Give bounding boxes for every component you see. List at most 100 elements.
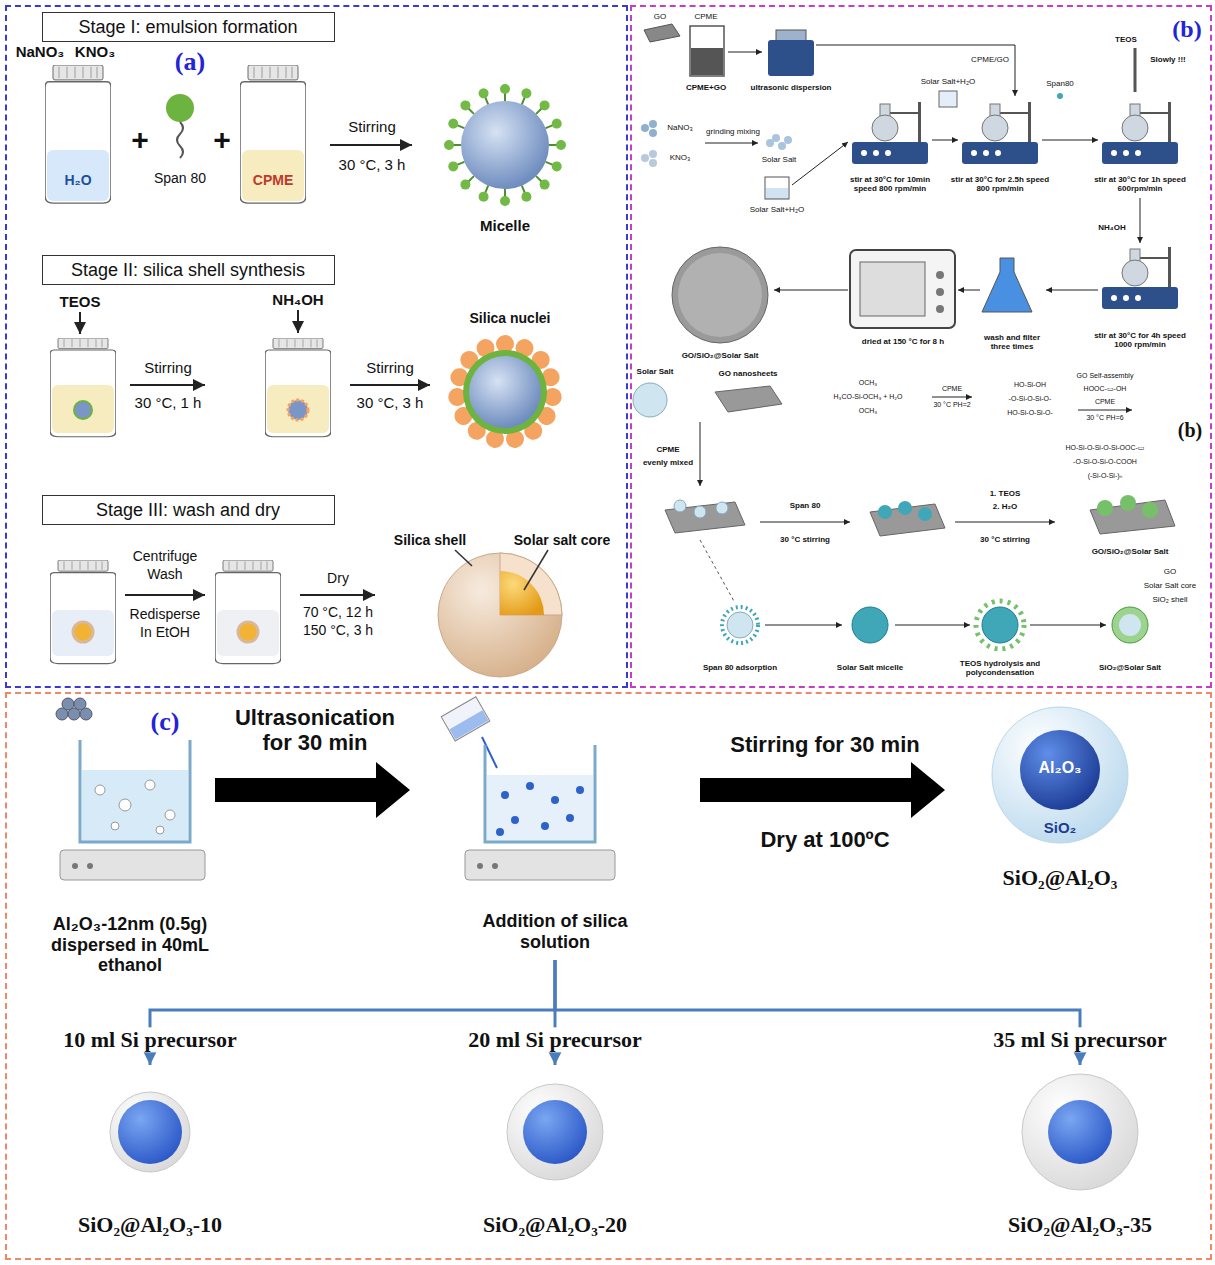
illustration-part: [932, 397, 972, 398]
annotation-label: 30 °C stirring: [980, 535, 1030, 544]
illustration-part: [649, 120, 657, 128]
illustration-part: [469, 356, 541, 428]
annotation-label: TEOS: [60, 293, 101, 310]
illustration-part: [774, 290, 848, 291]
illustration-part: [955, 522, 1055, 523]
illustration-part: [330, 144, 412, 146]
annotation-label: CPME/GO: [971, 55, 1009, 64]
stage-header: Stage II: silica shell synthesis: [42, 255, 335, 285]
annotation-label: Span 80 adsorption: [703, 663, 777, 672]
illustration-part: [939, 91, 957, 107]
annotation-label: GO Self-assembly: [1077, 372, 1134, 380]
panel-frame: (a)Stage I: emulsion formationStage II: …: [5, 5, 628, 688]
illustration-part: [526, 782, 534, 790]
illustration-part: [517, 87, 533, 107]
annotation-label: stir at 30°C for 4h speed 1000 rpm/min: [1088, 331, 1193, 349]
illustration-part: [111, 822, 119, 830]
illustration-part: [765, 625, 842, 626]
illustration-part: [500, 553, 562, 615]
illustration-part: [500, 189, 510, 206]
illustration-part: [549, 140, 566, 150]
annotation-label: H₂O: [64, 172, 91, 188]
annotation-label: 30 °C stirring: [780, 535, 830, 544]
annotation-label: Micelle: [480, 217, 530, 234]
illustration-part: [936, 271, 944, 279]
illustration-part: [72, 863, 78, 869]
shell-label: SiO₂: [1044, 819, 1077, 836]
annotation-label: HO-Si-O-Si-O-Si-OOC-▭: [1066, 444, 1145, 452]
annotation-label: TEOS hydrolysis and polycondensation: [950, 659, 1050, 677]
illustration-part: [1102, 102, 1178, 164]
illustration-part: [500, 84, 510, 101]
illustration-part: [1119, 614, 1141, 636]
illustration-part: [852, 607, 888, 643]
illustration-part: [716, 502, 728, 514]
annotation-label: TEOS: [1115, 35, 1137, 44]
annotation-label: stir at 30°C for 10min speed 800 rpm/min: [838, 175, 943, 193]
illustration-part: [1057, 93, 1063, 99]
illustration-part: [784, 136, 792, 144]
illustration-part: [672, 247, 768, 343]
illustration-part: [816, 45, 1015, 96]
illustration-part: [288, 400, 308, 420]
illustration-part: [1022, 1074, 1138, 1190]
illustration-part: [297, 310, 299, 333]
illustration-part: [1097, 500, 1113, 516]
illustration-part: [165, 810, 175, 820]
illustration-part: [496, 828, 504, 836]
illustration-part: [485, 745, 595, 842]
illustration-part: [674, 500, 686, 512]
illustration-part: [441, 697, 490, 741]
illustration-part: [60, 850, 205, 880]
variant-name: SiO₂@Al₂O₃-10: [78, 1212, 222, 1237]
annotation-label: +: [131, 123, 149, 158]
illustration-part: [649, 129, 657, 137]
illustration-part: [551, 796, 559, 804]
illustration-part: [450, 710, 489, 739]
illustration-part: [441, 697, 490, 741]
alumina-coating-art: [56, 697, 1138, 1190]
annotation-label: KNO₃: [670, 153, 691, 162]
illustration-part: [265, 338, 331, 437]
illustration-part: [918, 507, 932, 521]
annotation-label: stir at 30°C for 1h speed 600rpm/min: [1088, 175, 1193, 193]
annotation-label: NaNO₃: [16, 43, 65, 60]
annotation-label: NH₄OH: [272, 291, 323, 308]
annotation-label: Span 80: [154, 170, 206, 186]
illustration-part: [1020, 730, 1100, 810]
illustration-part: [447, 157, 467, 173]
illustration-part: [766, 188, 788, 199]
stage-three-art: [50, 550, 562, 677]
illustration-part: [267, 385, 329, 433]
annotation-label: 30 °C PH=2: [933, 401, 970, 409]
illustration-part: [145, 780, 155, 790]
annotation-label: Solar Salt core: [1144, 581, 1196, 590]
annotation-label: In EtOH: [140, 624, 190, 640]
annotation-label: CPME: [656, 445, 679, 454]
illustration-part: [722, 607, 758, 643]
illustration-part: [50, 338, 116, 437]
illustration-part: [517, 184, 533, 204]
illustration-part: [217, 610, 279, 656]
illustration-part: [982, 607, 1018, 643]
illustration-part: [644, 24, 680, 42]
annotation-label: Wash: [147, 566, 182, 582]
illustration-part: [772, 134, 780, 142]
annotation-label: Dry: [327, 570, 349, 586]
annotation-label: -O-Si-O-Si-O-COOH: [1073, 458, 1137, 466]
connector: [700, 762, 945, 818]
stage-title: Stage II: silica shell synthesis: [71, 259, 305, 280]
stage-header: Stage I: emulsion formation: [42, 12, 335, 42]
illustration-part: [936, 305, 944, 313]
panel-frame: (c)Al₂O₃-12nm (0.5g) dispersed in 40mL e…: [5, 692, 1212, 1260]
illustration-part: [976, 601, 1024, 649]
annotation-label: GO: [1164, 567, 1176, 576]
illustration-part: [694, 506, 706, 518]
annotation-label: Centrifuge: [133, 548, 198, 564]
annotation-label: CPME: [1095, 398, 1115, 406]
edge-label: Ultrasonication for 30 min: [216, 705, 414, 756]
illustration-part: [458, 173, 477, 192]
illustration-part: [52, 385, 114, 433]
illustration-part: [447, 335, 562, 450]
